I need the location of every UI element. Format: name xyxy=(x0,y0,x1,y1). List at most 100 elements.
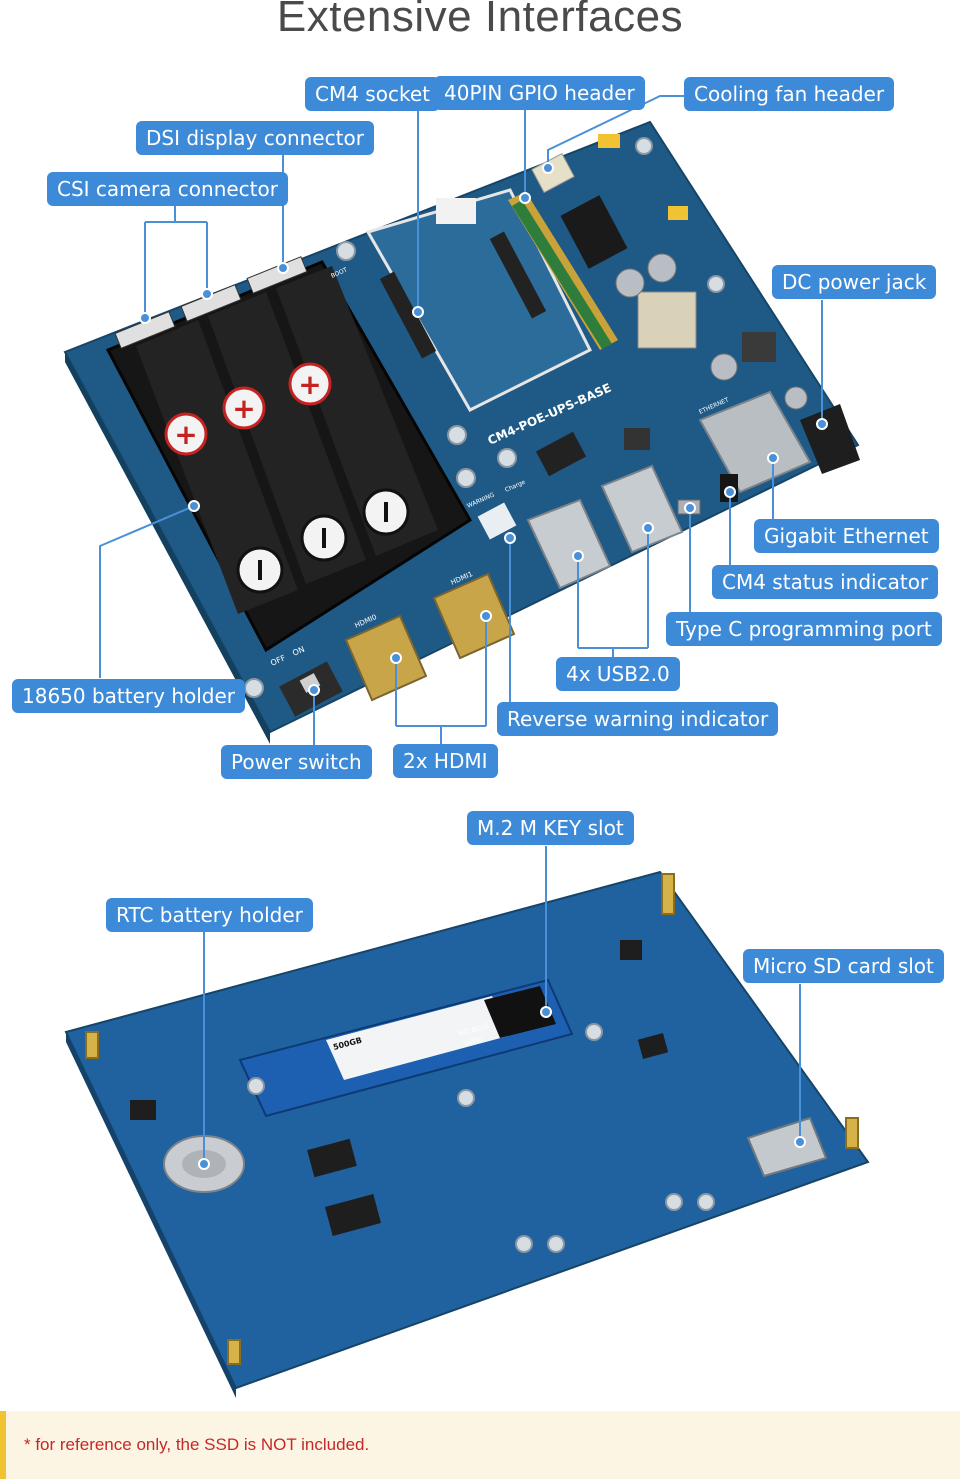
reference-note: * for reference only, the SSD is NOT inc… xyxy=(24,1435,370,1454)
leader-dot xyxy=(724,486,736,498)
label-micro-sd: Micro SD card slot xyxy=(743,949,944,983)
mounting-hole xyxy=(457,1089,475,1107)
label-dsi-connector: DSI display connector xyxy=(136,121,374,155)
dc-jack xyxy=(800,404,860,474)
battery-plus-terminal xyxy=(288,362,332,406)
label-battery-holder: 18650 battery holder xyxy=(12,679,246,713)
leader-hdmi xyxy=(395,616,487,744)
label-hdmi: 2x HDMI xyxy=(393,744,498,778)
capacitor xyxy=(615,268,645,298)
leader-dot xyxy=(390,652,402,664)
plus-glyph: + xyxy=(174,418,197,451)
leader-dot xyxy=(277,262,289,274)
label-power-switch: Power switch xyxy=(221,745,372,779)
mounting-hole xyxy=(697,1193,715,1211)
label-csi-connector: CSI camera connector xyxy=(47,172,288,206)
battery-slot xyxy=(276,266,438,556)
label-m2-slot: M.2 M KEY slot xyxy=(467,811,634,845)
plus-glyph: + xyxy=(298,368,321,401)
leader-dot xyxy=(767,452,779,464)
mounting-hole xyxy=(447,425,467,445)
capacitor xyxy=(647,253,677,283)
mounting-hole xyxy=(585,1023,603,1041)
gpio-header-base xyxy=(512,200,612,349)
ethernet-port xyxy=(698,390,812,494)
leader-battery xyxy=(99,505,195,678)
inductor xyxy=(637,291,697,349)
board-illustrations: + + + CM4-POE-UPS-BASE HDMI0 HDMI1 OFF O… xyxy=(63,95,870,1398)
label-cm4-socket: CM4 socket xyxy=(305,77,440,111)
bottom-board: 500GB WD BLUE SN550 xyxy=(64,870,870,1398)
chip xyxy=(130,1100,156,1120)
cm4-label-sticker xyxy=(436,198,476,224)
label-usb: 4x USB2.0 xyxy=(556,657,680,691)
ssd-label xyxy=(326,996,508,1080)
label-gigabit-ethernet: Gigabit Ethernet xyxy=(754,519,939,553)
usb-port xyxy=(600,464,684,554)
battery-slot xyxy=(208,292,366,584)
note-bar: * for reference only, the SSD is NOT inc… xyxy=(0,1411,960,1479)
chip xyxy=(620,940,642,960)
leader-dot xyxy=(201,288,213,300)
label-gpio-header: 40PIN GPIO header xyxy=(434,76,645,110)
battery-plus-terminal xyxy=(164,412,208,456)
cm4-connector-a xyxy=(379,271,437,359)
chip xyxy=(535,431,587,477)
leader-cooling-fan xyxy=(547,95,684,168)
capacitor xyxy=(784,386,808,410)
leader-dot xyxy=(816,418,828,430)
mounting-hole xyxy=(665,1193,683,1211)
bottom-board-edge xyxy=(66,1032,236,1398)
page-title: Extensive Interfaces xyxy=(276,0,684,41)
usb-port xyxy=(526,498,612,590)
ssd-model: SN550 xyxy=(463,1036,484,1048)
fan-header xyxy=(531,152,575,194)
mounting-hole xyxy=(244,678,264,698)
mounting-hole xyxy=(635,137,653,155)
mounting-hole xyxy=(456,468,476,488)
top-board: + + + CM4-POE-UPS-BASE HDMI0 HDMI1 OFF O… xyxy=(63,120,860,744)
plus-glyph: + xyxy=(232,392,255,425)
leader-dot xyxy=(480,610,492,622)
dsi-connector xyxy=(246,256,308,294)
hdmi-port xyxy=(344,614,428,702)
leader-dot xyxy=(504,532,516,544)
leader-dot xyxy=(540,1006,552,1018)
leader-dot xyxy=(412,306,424,318)
reverse-warning-leds xyxy=(477,502,517,540)
leader-dot xyxy=(684,502,696,514)
mounting-hole xyxy=(707,275,725,293)
top-board-shadow-edge xyxy=(65,352,270,744)
mounting-hole xyxy=(547,1235,565,1253)
mounting-hole xyxy=(515,1235,533,1253)
ssd-chip xyxy=(484,986,556,1038)
micro-sd-slot xyxy=(746,1116,828,1178)
leader-dot xyxy=(188,500,200,512)
leader-dot xyxy=(642,522,654,534)
chip xyxy=(307,1138,357,1178)
mounting-hole xyxy=(247,1077,265,1095)
label-cooling-fan: Cooling fan header xyxy=(684,77,895,111)
capacitor xyxy=(710,353,738,381)
leader-dot xyxy=(542,162,554,174)
standoff xyxy=(85,1031,99,1059)
leader-dot xyxy=(198,1158,210,1170)
standoff xyxy=(845,1117,859,1149)
leader-usb xyxy=(577,528,649,658)
label-reverse-warning: Reverse warning indicator xyxy=(497,702,779,736)
jumper-yellow xyxy=(668,206,688,220)
standoff xyxy=(227,1339,241,1365)
leader-dot xyxy=(308,684,320,696)
leader-dot xyxy=(572,550,584,562)
label-dc-power: DC power jack xyxy=(772,265,937,299)
chip xyxy=(637,1032,669,1060)
leader-dot xyxy=(794,1136,806,1148)
jumper-header xyxy=(560,195,628,269)
battery-plus-terminal xyxy=(222,386,266,430)
battery-slot xyxy=(136,320,298,614)
mounting-hole xyxy=(497,448,517,468)
leader-dot xyxy=(519,192,531,204)
label-type-c: Type C programming port xyxy=(666,612,942,646)
cm4-connector-b xyxy=(489,231,547,319)
chip xyxy=(324,1194,382,1236)
